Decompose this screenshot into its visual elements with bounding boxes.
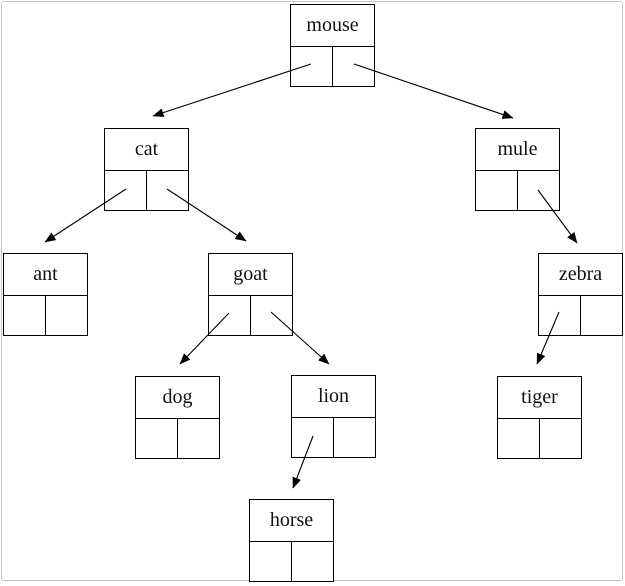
left-pointer-cell [292,418,333,457]
tree-node-ant: ant [3,253,88,336]
left-pointer-cell [250,542,291,581]
tree-node-goat: goat [208,253,293,336]
pointer-cells [136,419,219,458]
pointer-cells [292,418,375,457]
node-label: cat [105,129,188,171]
pointer-cells [105,171,188,210]
left-pointer-cell [539,296,580,335]
left-pointer-cell [105,171,146,210]
right-pointer-cell [250,296,292,335]
tree-node-dog: dog [135,376,220,459]
tree-node-lion: lion [291,375,376,458]
right-pointer-cell [539,419,581,458]
node-label: goat [209,254,292,296]
left-pointer-cell [476,171,517,210]
right-pointer-cell [580,296,622,335]
tree-node-mule: mule [475,128,560,211]
left-pointer-cell [291,47,332,86]
pointer-cells [209,296,292,335]
pointer-cells [539,296,622,335]
node-label: lion [292,376,375,418]
right-pointer-cell [517,171,559,210]
right-pointer-cell [146,171,188,210]
right-pointer-cell [45,296,87,335]
node-label: zebra [539,254,622,296]
node-label: horse [250,500,333,542]
tree-node-mouse: mouse [290,4,375,87]
tree-node-tiger: tiger [497,376,582,459]
node-label: mouse [291,5,374,47]
right-pointer-cell [333,418,375,457]
tree-node-horse: horse [249,499,334,582]
left-pointer-cell [136,419,177,458]
pointer-cells [4,296,87,335]
tree-node-zebra: zebra [538,253,623,336]
tree-node-cat: cat [104,128,189,211]
pointer-cells [250,542,333,581]
node-label: tiger [498,377,581,419]
node-label: dog [136,377,219,419]
node-label: ant [4,254,87,296]
right-pointer-cell [177,419,219,458]
node-label: mule [476,129,559,171]
pointer-cells [498,419,581,458]
pointer-cells [476,171,559,210]
left-pointer-cell [209,296,250,335]
left-pointer-cell [498,419,539,458]
right-pointer-cell [332,47,374,86]
pointer-cells [291,47,374,86]
left-pointer-cell [4,296,45,335]
right-pointer-cell [291,542,333,581]
